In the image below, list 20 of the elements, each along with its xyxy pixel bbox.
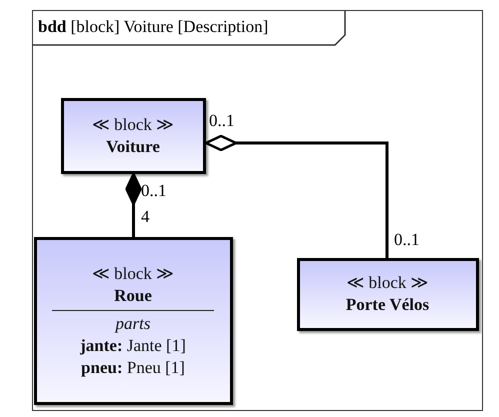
block-name: Voiture: [106, 136, 160, 158]
multiplicity-label: 0..1: [141, 181, 166, 201]
block-name: Porte Vélos: [346, 294, 430, 316]
multiplicity-label: 0..1: [394, 230, 420, 250]
block-name: Roue: [114, 284, 152, 306]
aggregation-line: [204, 134, 388, 258]
composition-line: [125, 172, 142, 237]
property: pneu: Pneu [1]: [81, 356, 185, 378]
frame-title: bdd [block] Voiture [Description]: [38, 17, 268, 37]
block-box: [296, 258, 478, 330]
multiplicity-label: 0..1: [209, 111, 234, 131]
multiplicity-label: 4: [141, 207, 150, 227]
stereotype: ≪ block ≫: [92, 262, 174, 284]
block-box: [34, 236, 232, 404]
stereotype: ≪ block ≫: [346, 272, 429, 294]
diagram-frame: [32, 10, 483, 411]
stereotype: ≪ block ≫: [92, 114, 174, 136]
property: jante: Jante [1]: [80, 334, 186, 356]
compartment-heading: parts: [52, 310, 214, 334]
block-box: [60, 98, 206, 174]
